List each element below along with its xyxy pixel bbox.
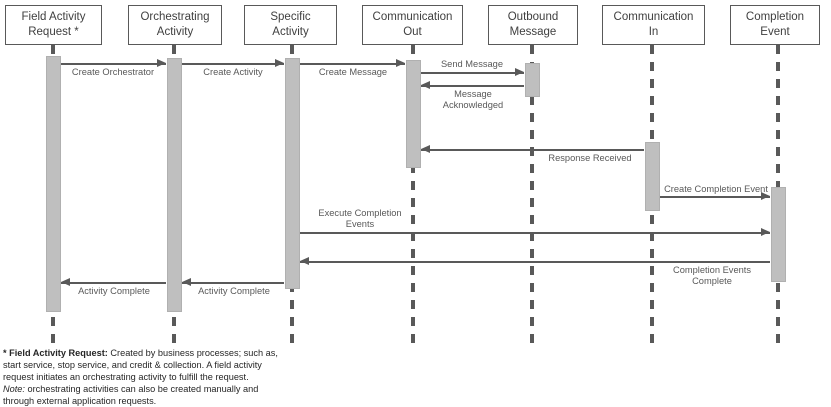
message-line-send-message — [421, 72, 524, 74]
activation-completion-event — [770, 187, 786, 282]
footnote-line: Note: orchestrating activities can also … — [3, 384, 303, 396]
message-label-message-acknowledged: Message Acknowledged — [442, 89, 504, 110]
footnote-text-run: Created by business processes; such as, — [110, 348, 278, 358]
actor-field-activity-request: Field Activity Request * — [5, 5, 102, 45]
activation-communication-in — [644, 142, 660, 211]
footnote-line: * Field Activity Request: Created by bus… — [3, 348, 303, 360]
message-label-activity-complete-orchestrating: Activity Complete — [78, 286, 150, 296]
arrowhead-activity-complete-orchestrating — [61, 278, 70, 286]
message-line-create-orchestrator — [61, 63, 166, 65]
message-label-create-completion-event: Create Completion Event — [664, 184, 768, 194]
arrowhead-create-orchestrator — [157, 59, 166, 67]
arrowhead-create-activity — [275, 59, 284, 67]
message-label-execute-completion-events: Execute Completion Events — [318, 208, 402, 229]
arrowhead-execute-completion-events — [761, 228, 770, 236]
message-label-create-activity: Create Activity — [203, 67, 263, 77]
arrowhead-completion-events-complete — [300, 257, 309, 265]
activation-outbound-message — [524, 63, 540, 97]
message-line-create-completion-event — [660, 196, 770, 198]
actor-completion-event: Completion Event — [730, 5, 820, 45]
arrowhead-response-received — [421, 145, 430, 153]
activation-specific-activity — [284, 58, 300, 289]
arrowhead-create-completion-event — [761, 192, 770, 200]
message-label-create-message: Create Message — [318, 67, 388, 77]
activation-field-activity-request — [45, 56, 61, 312]
message-line-response-received — [421, 149, 644, 151]
message-line-completion-events-complete — [300, 261, 770, 263]
arrowhead-message-acknowledged — [421, 81, 430, 89]
message-line-activity-complete-orchestrating — [61, 282, 166, 284]
footnote-line: request initiates an orchestrating activ… — [3, 372, 303, 384]
message-line-execute-completion-events — [300, 232, 770, 234]
message-line-create-message — [300, 63, 405, 65]
footnote-line: through external application requests. — [3, 396, 303, 407]
actor-specific-activity: Specific Activity — [244, 5, 337, 45]
actor-orchestrating-activity: Orchestrating Activity — [128, 5, 222, 45]
footnote-text-run: through external application requests. — [3, 395, 157, 406]
actor-outbound-message: Outbound Message — [488, 5, 578, 45]
footnote-text-run: start service, stop service, and credit … — [3, 359, 262, 370]
message-label-activity-complete-specific: Activity Complete — [198, 286, 270, 296]
lifeline-communication-out — [411, 45, 415, 343]
actor-communication-out: Communication Out — [362, 5, 463, 45]
message-line-create-activity — [182, 63, 284, 65]
arrowhead-activity-complete-specific — [182, 278, 191, 286]
message-label-completion-events-complete: Completion Events Complete — [672, 265, 752, 286]
message-line-message-acknowledged — [421, 85, 524, 87]
footnote-text-run: request initiates an orchestrating activ… — [3, 371, 249, 382]
footnote-text-run: * Field Activity Request: — [3, 348, 111, 358]
arrowhead-send-message — [515, 68, 524, 76]
message-line-activity-complete-specific — [182, 282, 284, 284]
footnote-text-run: Note: — [3, 383, 28, 394]
actor-communication-in: Communication In — [602, 5, 705, 45]
message-label-response-received: Response Received — [548, 153, 632, 163]
message-label-send-message: Send Message — [440, 59, 504, 69]
lifeline-outbound-message — [530, 45, 534, 343]
footnote-line: start service, stop service, and credit … — [3, 360, 303, 372]
footnote-text-run: orchestrating activities can also be cre… — [27, 383, 259, 394]
activation-orchestrating-activity — [166, 58, 182, 312]
footnote: * Field Activity Request: Created by bus… — [3, 348, 303, 407]
message-label-create-orchestrator: Create Orchestrator — [71, 67, 155, 77]
activation-communication-out — [405, 60, 421, 168]
arrowhead-create-message — [396, 59, 405, 67]
